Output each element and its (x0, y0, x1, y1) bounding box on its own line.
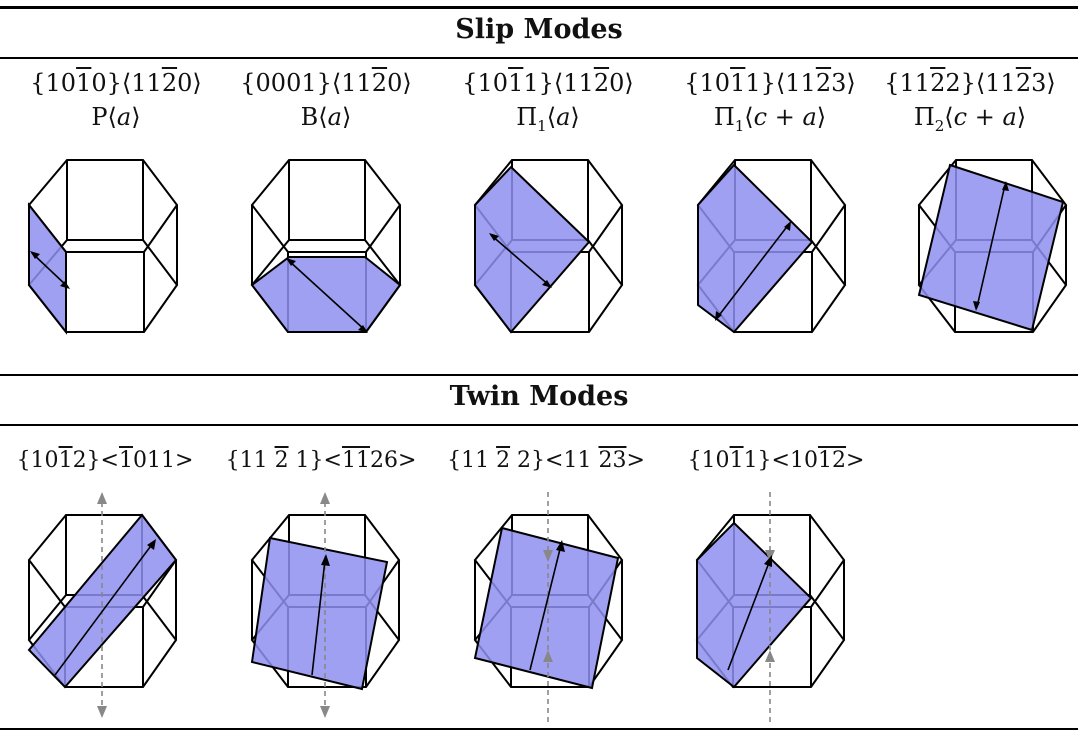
twin-modes-title: Twin Modes (449, 381, 629, 412)
twin-label-1: {1012}<1011> (16, 448, 194, 473)
slip-mode-5: {1122}⟨1123⟩ Π2⟨c + a⟩ (862, 66, 1078, 143)
twin-label-2: {11 2 1}<1126> (225, 448, 417, 473)
twin-label-4: {1011}<1012> (687, 448, 865, 473)
twin-direction-arrow-4 (727, 555, 772, 671)
slip-label-2-line2: B⟨a⟩ (300, 103, 352, 131)
slip-mode-3: {1011}⟨1120⟩ Π1⟨a⟩ (440, 66, 656, 143)
twin-plane-4 (696, 521, 813, 689)
slip-direction-arrow-1 (30, 251, 70, 289)
slip-label-5-line1: {1122}⟨1123⟩ (884, 69, 1056, 97)
twin-figures (27, 492, 846, 722)
twin-axis-arrow-3-top (543, 550, 553, 562)
slip-mode-4: {1011}⟨1123⟩ Π1⟨c + a⟩ (662, 66, 878, 143)
twin-label-3: {11 2 2}<11 23> (447, 448, 645, 473)
twin-plane-3 (473, 526, 620, 690)
twin-mode-4: {1011}<1012> (676, 448, 876, 473)
slip-plane-3 (474, 165, 591, 334)
twin-axis-arrow-3-bottom (543, 650, 553, 662)
twin-mode-2: {11 2 1}<1126> (216, 448, 426, 473)
slip-label-5-line2: Π2⟨c + a⟩ (913, 103, 1027, 135)
twin-axis-arrow-4-bottom (765, 650, 775, 662)
slip-label-1-line1: {1010}⟨1120⟩ (30, 69, 202, 97)
slip-direction-arrow-4 (715, 221, 791, 321)
twin-axis-arrow-1-bottom (97, 706, 107, 718)
twin-direction-arrow-2 (311, 554, 330, 676)
twin-axis-arrow-1-top (97, 492, 107, 504)
twin-axis-arrow-2-top (320, 492, 330, 504)
twin-direction-arrow-1 (54, 539, 156, 676)
slip-direction-arrow-2 (286, 258, 368, 333)
slip-mode-2: {0001}⟨1120⟩ B⟨a⟩ (218, 66, 434, 134)
slip-label-2-line1: {0001}⟨1120⟩ (240, 69, 412, 97)
slip-plane-4 (697, 163, 814, 334)
slip-modes-title: Slip Modes (455, 14, 623, 45)
twin-axis-arrow-2-bottom (320, 706, 330, 718)
bottom-rule (0, 728, 1078, 730)
slip-header-rule (0, 57, 1078, 59)
twin-mode-3: {11 2 2}<11 23> (438, 448, 654, 473)
slip-label-4-line2: Π1⟨c + a⟩ (713, 103, 827, 135)
slip-mode-1: {1010}⟨1120⟩ P⟨a⟩ (8, 66, 224, 134)
slip-direction-arrow-5 (973, 181, 1009, 311)
twin-axis-arrow-4-top (765, 550, 775, 562)
slip-label-3-line2: Π1⟨a⟩ (516, 103, 580, 135)
slip-figures (27, 159, 1068, 335)
top-rule (0, 6, 1078, 9)
twin-top-rule (0, 374, 1078, 376)
slip-label-3-line1: {1011}⟨1120⟩ (462, 69, 634, 97)
slip-label-1-line2: P⟨a⟩ (91, 103, 141, 131)
twin-header-rule (0, 424, 1078, 426)
twin-direction-arrow-3 (529, 540, 565, 671)
twin-mode-1: {1012}<1011> (0, 448, 210, 473)
slip-direction-arrow-3 (489, 233, 552, 288)
slip-label-4-line1: {1011}⟨1123⟩ (684, 69, 856, 97)
